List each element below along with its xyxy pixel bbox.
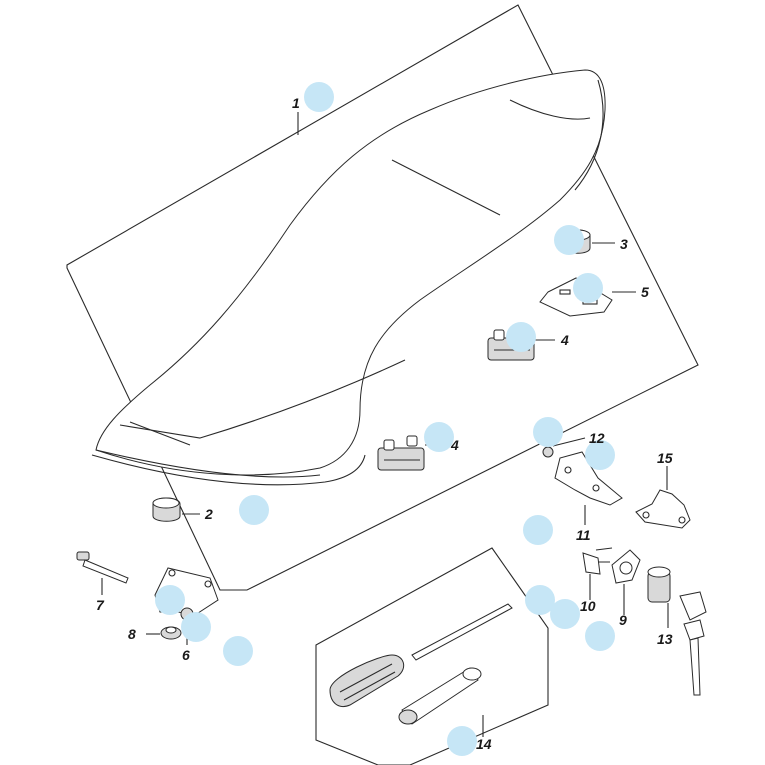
callout-15: 15 xyxy=(657,450,673,466)
callout-6: 6 xyxy=(182,647,190,663)
hotspot-marker[interactable] xyxy=(447,726,477,756)
hotspot-marker[interactable] xyxy=(181,612,211,642)
callout-4: 4 xyxy=(560,332,569,348)
hotspot-marker[interactable] xyxy=(424,422,454,452)
callout-8: 8 xyxy=(128,626,136,642)
hotspot-marker[interactable] xyxy=(550,599,580,629)
callout-2: 2 xyxy=(204,506,213,522)
gasket-icon[interactable] xyxy=(611,549,641,584)
callout-13: 13 xyxy=(657,631,673,647)
seat-damper-icon[interactable] xyxy=(377,435,425,471)
seat-assembly-icon[interactable] xyxy=(91,69,606,486)
helmet-hook-icon[interactable] xyxy=(635,489,691,529)
callout-7: 7 xyxy=(96,597,105,613)
hotspot-marker[interactable] xyxy=(585,440,615,470)
hotspot-marker[interactable] xyxy=(506,322,536,352)
clip-icon[interactable] xyxy=(582,547,613,575)
leader-12 xyxy=(552,437,586,447)
bolt-icon[interactable] xyxy=(76,551,129,584)
toolkit-group-frame xyxy=(315,547,549,765)
hotspot-markers xyxy=(155,82,615,756)
hotspot-marker[interactable] xyxy=(155,585,185,615)
callout-1: 1 xyxy=(292,95,300,111)
screw-icon[interactable] xyxy=(542,446,554,458)
callout-11: 11 xyxy=(576,527,591,543)
seat-cushion-icon[interactable] xyxy=(152,497,181,522)
hotspot-marker[interactable] xyxy=(304,82,334,112)
callout-9: 9 xyxy=(619,612,627,628)
callout-10: 10 xyxy=(580,598,596,614)
nut-icon[interactable] xyxy=(160,626,182,640)
callout-5: 5 xyxy=(641,284,649,300)
callout-12: 12 xyxy=(589,430,605,446)
hotspot-marker[interactable] xyxy=(223,636,253,666)
callout-4: 4 xyxy=(450,437,459,453)
hotspot-marker[interactable] xyxy=(585,621,615,651)
hotspot-marker[interactable] xyxy=(554,225,584,255)
seat-group-frame xyxy=(66,4,699,591)
hotspot-marker[interactable] xyxy=(523,515,553,545)
latch-bracket-icon[interactable] xyxy=(554,451,623,506)
callout-14: 14 xyxy=(476,736,492,752)
callout-3: 3 xyxy=(620,236,628,252)
hotspot-marker[interactable] xyxy=(573,273,603,303)
hotspot-marker[interactable] xyxy=(239,495,269,525)
tool-kit-icon[interactable] xyxy=(329,603,513,725)
seat-lock-key-icon[interactable] xyxy=(647,566,707,696)
hotspot-marker[interactable] xyxy=(525,585,555,615)
hotspot-marker[interactable] xyxy=(533,417,563,447)
